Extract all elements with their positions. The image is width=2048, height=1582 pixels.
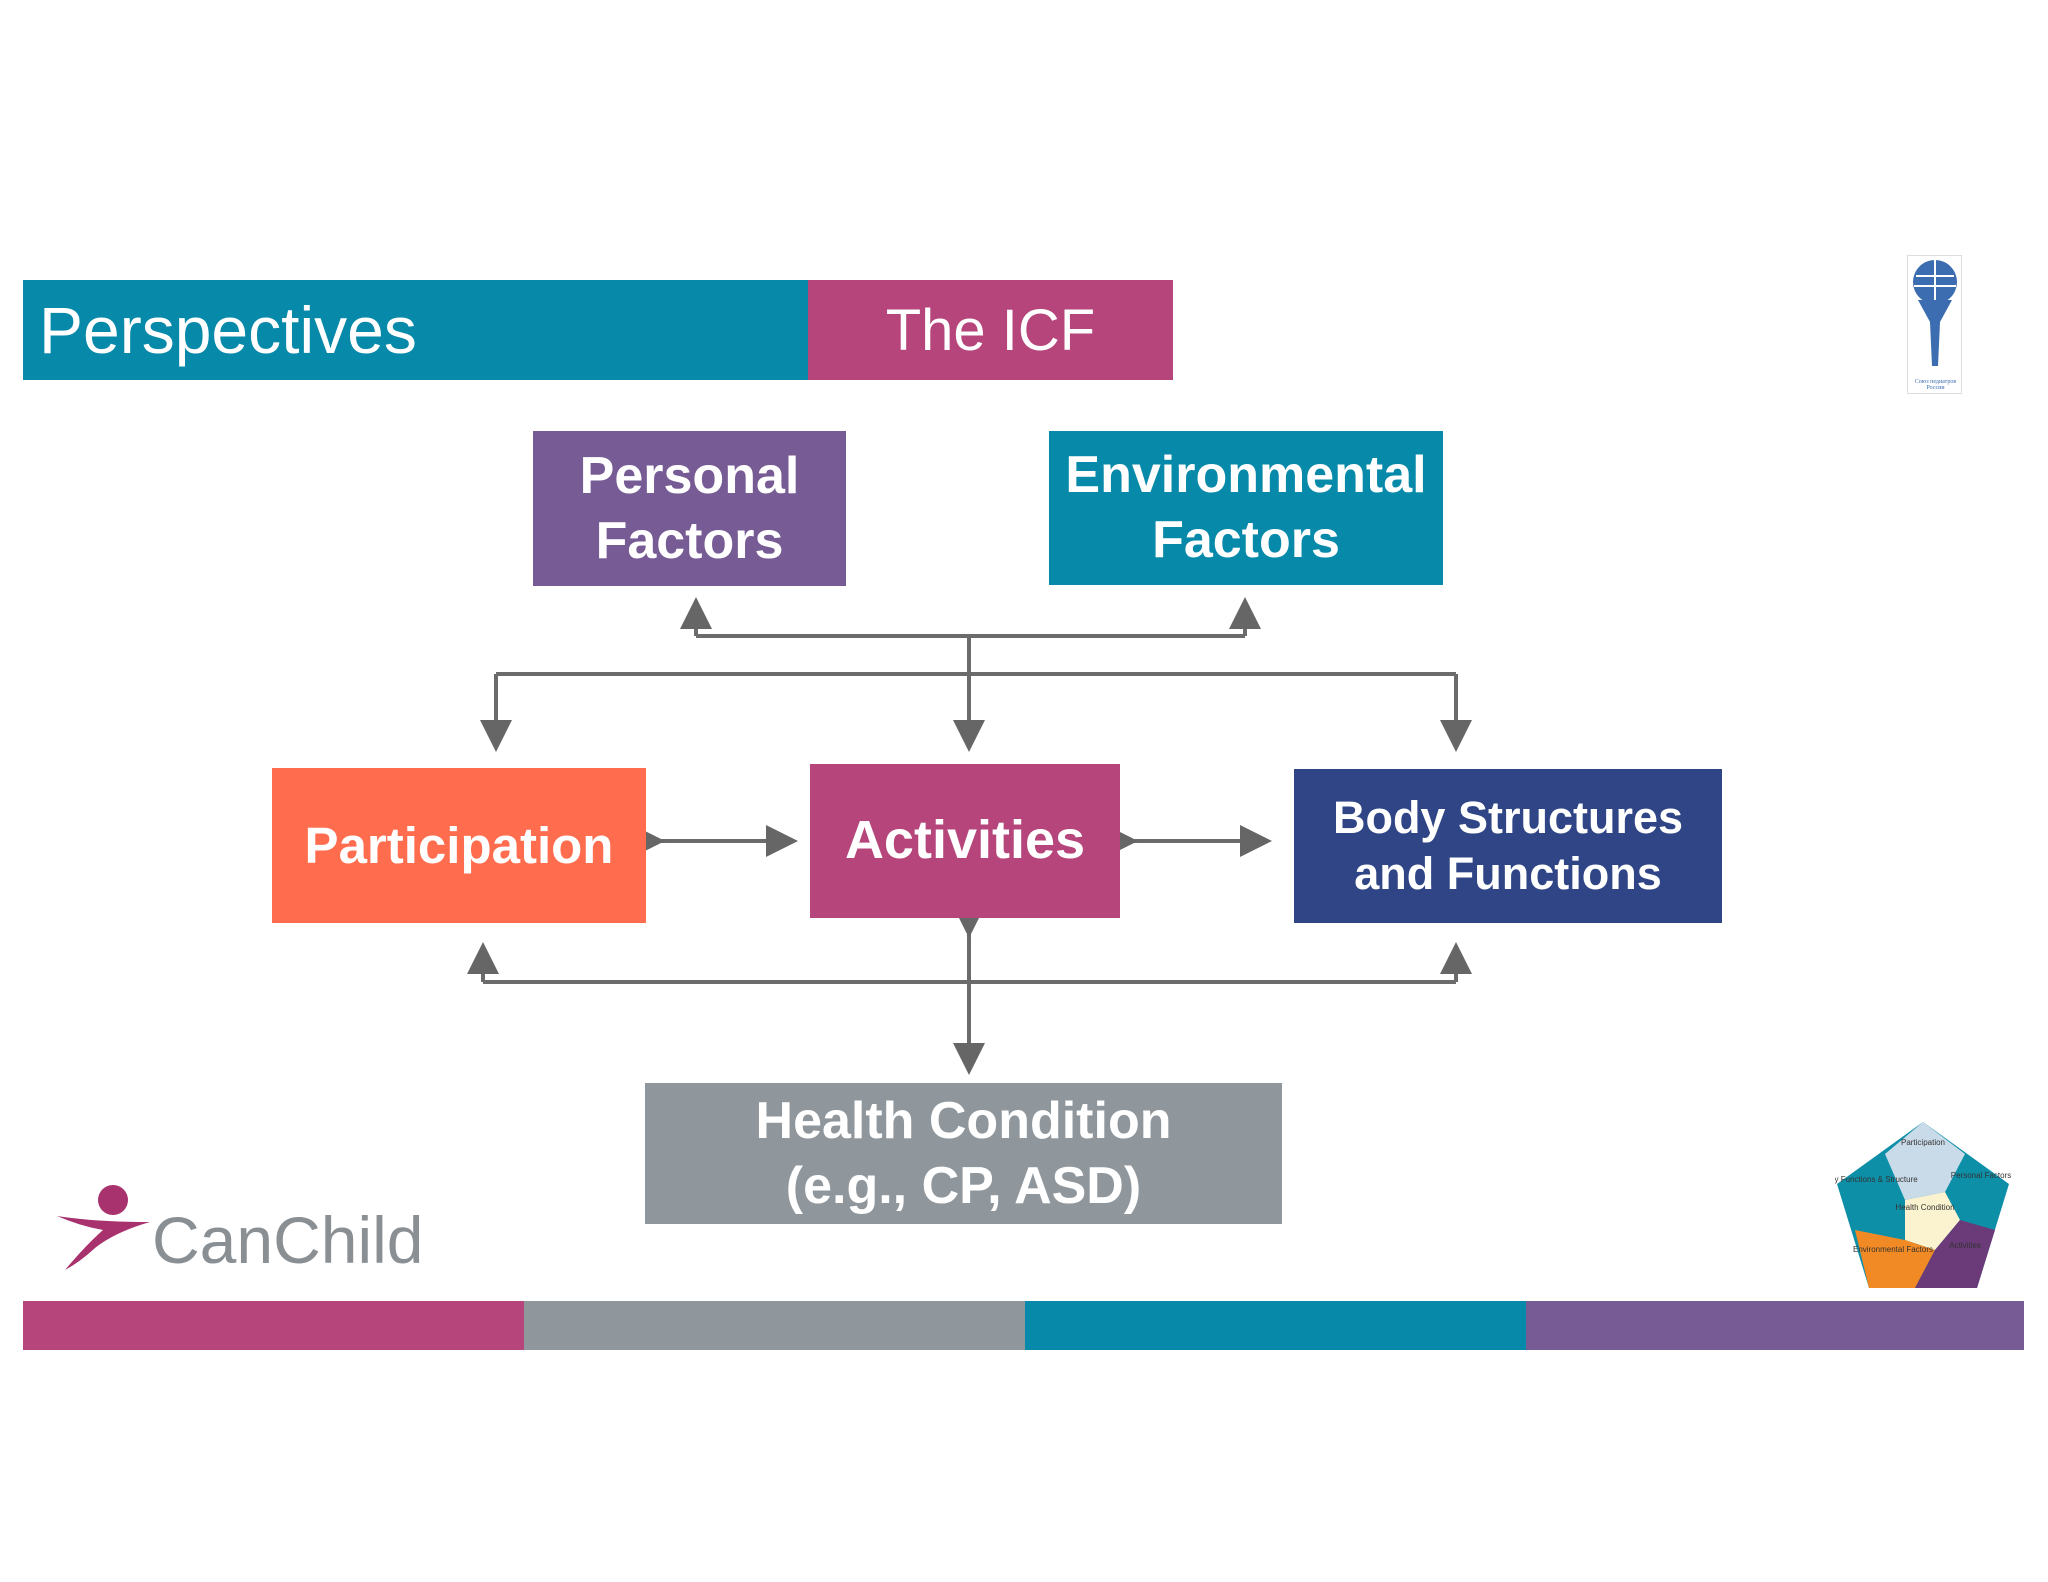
- pentagon-body: Body Functions & Structure: [1835, 1175, 1918, 1184]
- canchild-wordmark: CanChild: [152, 1203, 424, 1277]
- canchild-figure-icon: [57, 1185, 150, 1270]
- health-condition-box: Health Condition (e.g., CP, ASD): [645, 1083, 1282, 1224]
- body-line1: Body Structures: [1332, 791, 1684, 843]
- personal-line2: Factors: [595, 511, 784, 570]
- pentagon-activities: Activities: [1949, 1241, 1981, 1250]
- health-line2: (e.g., CP, ASD): [785, 1156, 1142, 1215]
- footer-stripe-teal: [1025, 1301, 1526, 1350]
- footer-stripe-purple: [1526, 1301, 2024, 1350]
- footer-stripe-magenta: [23, 1301, 524, 1350]
- icf-pentagon-graphic: Participation Personal Factors Health Co…: [1835, 1120, 2011, 1290]
- page-subtitle: The ICF: [885, 297, 1096, 363]
- canchild-logo: CanChild: [55, 1182, 435, 1277]
- environmental-line1: Environmental: [1065, 446, 1427, 504]
- union-logo-text: Союз педиатров России: [1914, 379, 1957, 391]
- header-subtitle-bar: The ICF: [808, 280, 1173, 380]
- activities-label: Activities: [844, 810, 1086, 871]
- pentagon-environmental: Environmental Factors: [1853, 1245, 1933, 1254]
- participation-box: Participation: [272, 768, 646, 923]
- participation-label: Participation: [304, 816, 614, 874]
- pentagon-participation: Participation: [1901, 1138, 1945, 1147]
- activities-box: Activities: [810, 764, 1120, 918]
- pentagon-personal: Personal Factors: [1951, 1171, 2011, 1180]
- footer-stripe-gray: [524, 1301, 1025, 1350]
- pentagon-health: Health Condition: [1895, 1203, 1954, 1212]
- health-line1: Health Condition: [755, 1091, 1172, 1150]
- body-line2: and Functions: [1354, 848, 1662, 899]
- personal-line1: Personal: [579, 446, 800, 505]
- page-title: Perspectives: [39, 293, 417, 367]
- union-pediatricians-logo: Союз педиатров России: [1907, 255, 1962, 394]
- environmental-line2: Factors: [1152, 511, 1340, 569]
- header-title-bar: Perspectives: [23, 280, 808, 380]
